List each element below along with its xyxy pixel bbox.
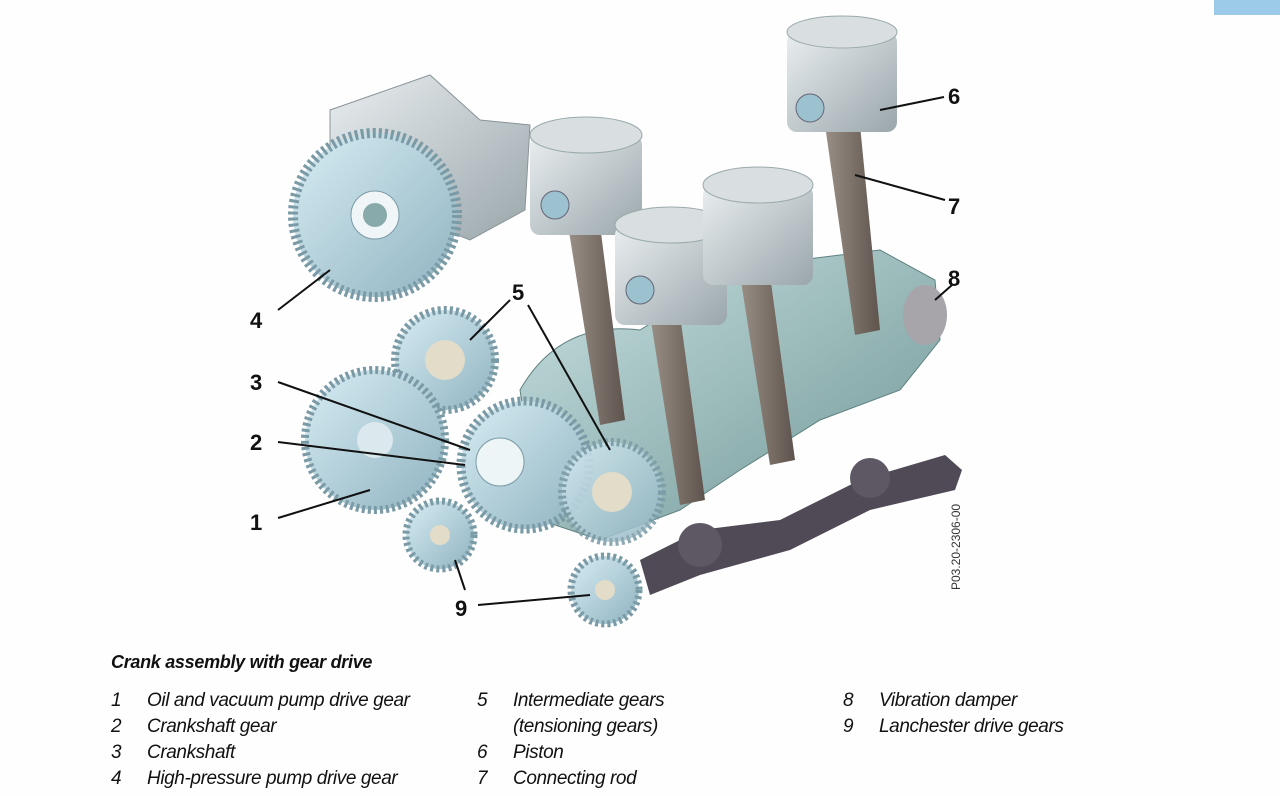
legend-item: 1 Oil and vacuum pump drive gear — [111, 690, 410, 716]
high-pressure-pump-drive-gear — [288, 128, 462, 302]
legend-item: 4 High-pressure pump drive gear — [111, 768, 410, 794]
legend-num: 8 — [843, 690, 854, 711]
legend-item: 7 Connecting rod — [477, 768, 664, 794]
legend-text: High-pressure pump drive gear — [147, 768, 398, 789]
legend-text: Lanchester drive gears — [879, 716, 1064, 737]
legend-text: Intermediate gears — [513, 690, 665, 711]
corner-tab[interactable] — [1214, 0, 1280, 15]
legend-num: 4 — [111, 768, 122, 789]
callout-8: 8 — [948, 266, 960, 291]
legend-item: 3 Crankshaft — [111, 742, 410, 768]
callout-2: 2 — [250, 430, 262, 455]
legend-num: 5 — [477, 690, 488, 711]
crank-assembly-illustration: 1 2 3 4 5 6 7 8 9 P03.20-2306-00 — [250, 15, 963, 628]
legend-item: 8 Vibration damper — [843, 690, 1063, 716]
callout-5: 5 — [512, 280, 524, 305]
legend-num: 6 — [477, 742, 488, 763]
callout-7: 7 — [948, 194, 960, 219]
legend-text: Crankshaft gear — [147, 716, 277, 737]
lanchester-gear-right — [567, 552, 643, 628]
legend-num: 2 — [111, 716, 122, 737]
legend-item: 5 Intermediate gears — [477, 690, 665, 716]
legend-item: 9 Lanchester drive gears — [843, 716, 1064, 742]
legend-item: (tensioning gears) — [477, 716, 664, 742]
callout-4: 4 — [250, 308, 263, 333]
connecting-rods — [568, 125, 880, 505]
legend-text: Oil and vacuum pump drive gear — [147, 690, 410, 711]
legend-text: (tensioning gears) — [513, 716, 658, 737]
legend-num: 1 — [111, 690, 122, 711]
lanchester-gear-left — [402, 497, 478, 573]
legend-num: 3 — [111, 742, 122, 763]
callout-1: 1 — [250, 510, 262, 535]
callout-3: 3 — [250, 370, 262, 395]
intermediate-gear-upper — [391, 306, 499, 414]
legend-column-3: 8 Vibration damper 9 Lanchester drive gear… — [843, 690, 1064, 742]
callout-9: 9 — [455, 596, 467, 621]
legend-num — [477, 716, 513, 742]
legend-num: 9 — [843, 716, 854, 737]
intermediate-gear-lower — [558, 438, 666, 546]
callout-numbers: 1 2 3 4 5 6 7 8 9 P03.20-2306-00 — [250, 84, 963, 621]
legend-num: 7 — [477, 768, 488, 789]
legend-text: Crankshaft — [147, 742, 235, 763]
callout-6: 6 — [948, 84, 960, 109]
legend-column-2: 5 Intermediate gears (tensioning gears) 6… — [477, 690, 665, 794]
figure-code: P03.20-2306-00 — [949, 504, 963, 590]
pistons — [529, 15, 898, 325]
leader-lines — [277, 96, 953, 606]
legend-text: Vibration damper — [879, 690, 1017, 711]
legend-text: Connecting rod — [513, 768, 637, 789]
legend-item: 6 Piston — [477, 742, 664, 768]
oil-vacuum-pump-drive-gear — [301, 366, 449, 514]
legend-item: 2 Crankshaft gear — [111, 716, 410, 742]
figure-caption: Crank assembly with gear drive — [111, 652, 373, 672]
balance-shaft — [640, 455, 962, 595]
legend-text: Piston — [513, 742, 564, 763]
